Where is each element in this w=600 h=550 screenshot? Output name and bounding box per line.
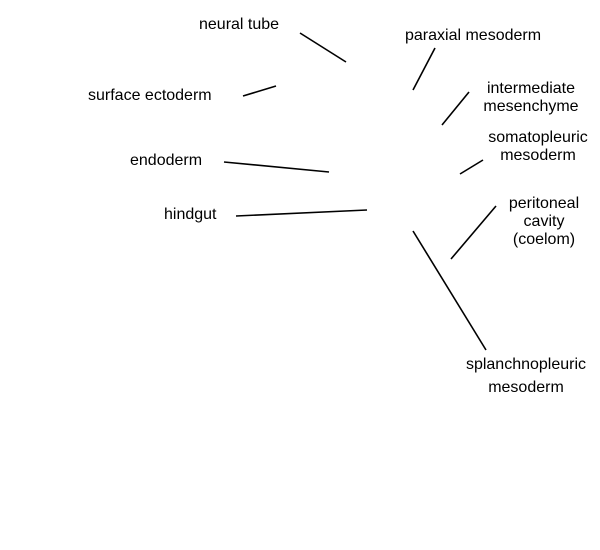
label-splanchnopleuric-mesoderm-line-2: mesoderm: [488, 379, 564, 396]
leader-line-intermediate-mesenchyme: [441, 91, 470, 126]
leader-line-endoderm: [223, 161, 330, 173]
label-somatopleuric-mesoderm-line-2: mesoderm: [500, 147, 576, 164]
label-intermediate-mesenchyme-line-2: mesenchyme: [483, 98, 579, 115]
label-intermediate-mesenchyme: intermediate mesenchyme: [470, 80, 592, 116]
leader-line-surface-ectoderm: [242, 85, 277, 97]
label-peritoneal-cavity: peritoneal cavity (coelom): [494, 195, 594, 249]
label-somatopleuric-mesoderm-line-1: somatopleuric: [488, 129, 588, 146]
leader-line-somatopleuric-mesoderm: [459, 159, 484, 175]
leader-line-hindgut: [235, 209, 368, 217]
label-hindgut: hindgut: [164, 206, 217, 223]
label-splanchnopleuric-mesoderm: splanchnopleuric mesoderm: [448, 353, 600, 399]
label-endoderm: endoderm: [130, 152, 203, 169]
label-surface-ectoderm: surface ectoderm: [88, 87, 212, 104]
label-intermediate-mesenchyme-line-1: intermediate: [486, 80, 576, 97]
label-paraxial-mesoderm: paraxial mesoderm: [405, 27, 542, 44]
leader-line-neural-tube: [299, 32, 347, 63]
label-peritoneal-cavity-line-1: peritoneal: [508, 195, 580, 212]
label-splanchnopleuric-mesoderm-line-1: splanchnopleuric: [465, 356, 587, 373]
leader-line-peritoneal-cavity: [450, 205, 497, 260]
label-peritoneal-cavity-line-3: (coelom): [512, 231, 576, 248]
label-peritoneal-cavity-line-2: cavity: [523, 213, 565, 230]
leader-line-splanchnopleuric-mesoderm: [412, 230, 487, 351]
leader-line-paraxial-mesoderm: [412, 47, 436, 91]
label-neural-tube: neural tube: [199, 16, 280, 33]
label-somatopleuric-mesoderm: somatopleuric mesoderm: [476, 129, 600, 165]
